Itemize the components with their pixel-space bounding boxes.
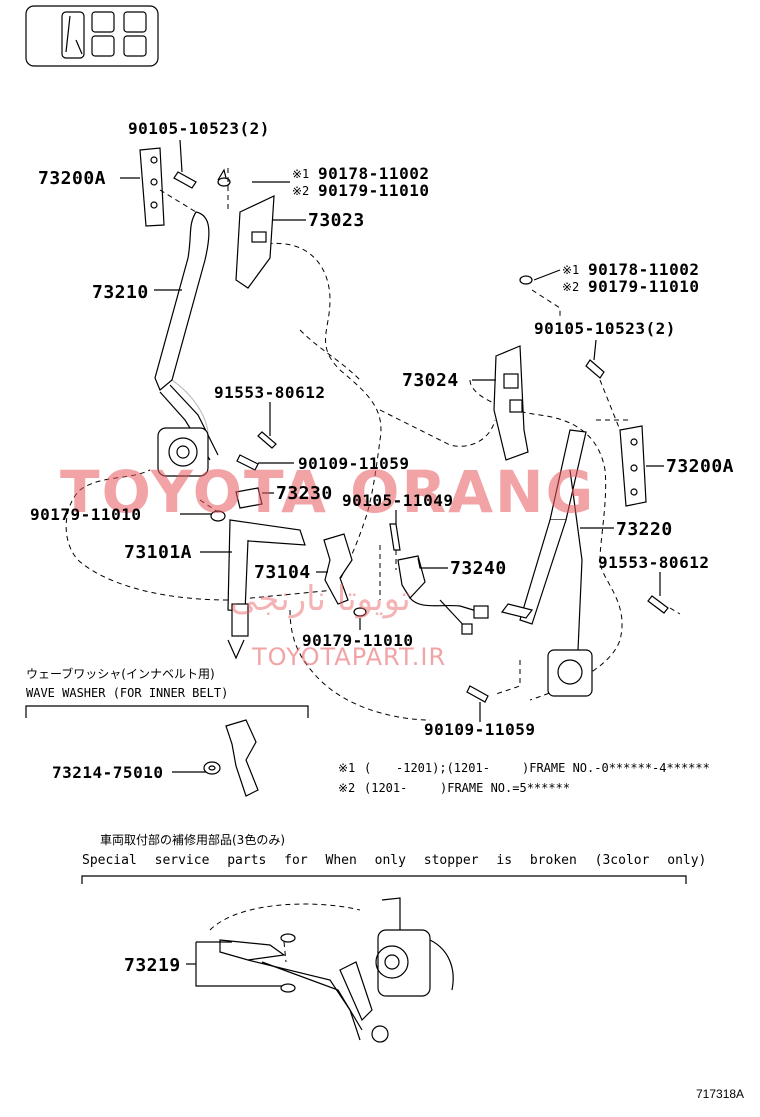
leader-lines xyxy=(120,139,664,773)
note-special-en: Special service parts for When only stop… xyxy=(82,853,706,868)
watermark-brand: TOYOTA ORANG xyxy=(60,458,595,526)
label-73023: 73023 xyxy=(308,210,365,231)
footnote-1-frame: )FRAME NO.-0******-4****** xyxy=(522,761,710,775)
label-73210: 73210 xyxy=(92,282,149,303)
label-90178-11002-right: 90178-11002 xyxy=(588,260,699,279)
label-90179-11010-right: 90179-11010 xyxy=(588,277,699,296)
label-90179-11010-bottom: 90179-11010 xyxy=(302,631,413,650)
mark-1-right: ※1 xyxy=(562,263,579,277)
footnote-1-range: -1201);(1201- xyxy=(396,761,490,775)
footnote-1-open: ( xyxy=(364,761,371,775)
footnote-2-mark: ※2 xyxy=(338,781,355,795)
label-73220: 73220 xyxy=(616,519,673,540)
label-73200a-right: 73200A xyxy=(666,456,734,477)
mark-2-top: ※2 xyxy=(292,184,309,198)
label-73024: 73024 xyxy=(402,370,459,391)
note-special-jp: 車両取付部の補修用部品(3色のみ) xyxy=(100,832,285,847)
watermark-site: TOYOTAPART.IR xyxy=(251,643,446,671)
label-90109-11059-top: 90109-11059 xyxy=(298,454,409,473)
right-belt-assembly xyxy=(466,275,669,703)
pillar-trim-73024 xyxy=(493,345,529,461)
mark-1-top: ※1 xyxy=(292,167,309,181)
seat-locator-icon xyxy=(25,5,159,67)
label-73214-75010: 73214-75010 xyxy=(52,763,163,782)
assembly-guides xyxy=(159,168,681,695)
seat-outline-left xyxy=(65,243,382,601)
note-wave-washer-en: WAVE WASHER (FOR INNER BELT) xyxy=(26,686,228,700)
left-belt-assembly xyxy=(139,147,489,660)
label-90109-11059-bottom: 90109-11059 xyxy=(424,720,535,739)
label-73230: 73230 xyxy=(276,483,333,504)
label-73240: 73240 xyxy=(450,558,507,579)
label-91553-80612-right: 91553-80612 xyxy=(598,553,709,572)
watermark-farsi: تویوتا نارنجی xyxy=(230,579,411,619)
special-service-inset xyxy=(81,875,687,1043)
label-90178-11002: 90178-11002 xyxy=(318,164,429,183)
footnote-2-frame: )FRAME NO.=5****** xyxy=(440,781,570,795)
mark-2-right: ※2 xyxy=(562,280,579,294)
label-73101a: 73101A xyxy=(124,542,192,563)
label-90105-10523-left: 90105-10523(2) xyxy=(128,119,270,138)
seat-outline-right xyxy=(289,379,623,721)
label-90105-10523-right: 90105-10523(2) xyxy=(534,319,676,338)
label-73219: 73219 xyxy=(124,955,181,976)
footnote-2-range: (1201- xyxy=(364,781,407,795)
label-91553-80612-left: 91553-80612 xyxy=(214,383,325,402)
footnote-1-mark: ※1 xyxy=(338,761,355,775)
label-90179-11010-left: 90179-11010 xyxy=(30,505,141,524)
pillar-trim-73023 xyxy=(217,168,275,289)
label-73200a-left: 73200A xyxy=(38,168,106,189)
wave-washer-inset xyxy=(25,705,309,797)
note-wave-washer-jp: ウェーブワッシャ(インナベルト用) xyxy=(26,666,215,681)
figure-code: 717318A xyxy=(696,1087,744,1101)
label-73104: 73104 xyxy=(254,562,311,583)
label-90179-11010-a: 90179-11010 xyxy=(318,181,429,200)
label-90105-11049: 90105-11049 xyxy=(342,491,453,510)
